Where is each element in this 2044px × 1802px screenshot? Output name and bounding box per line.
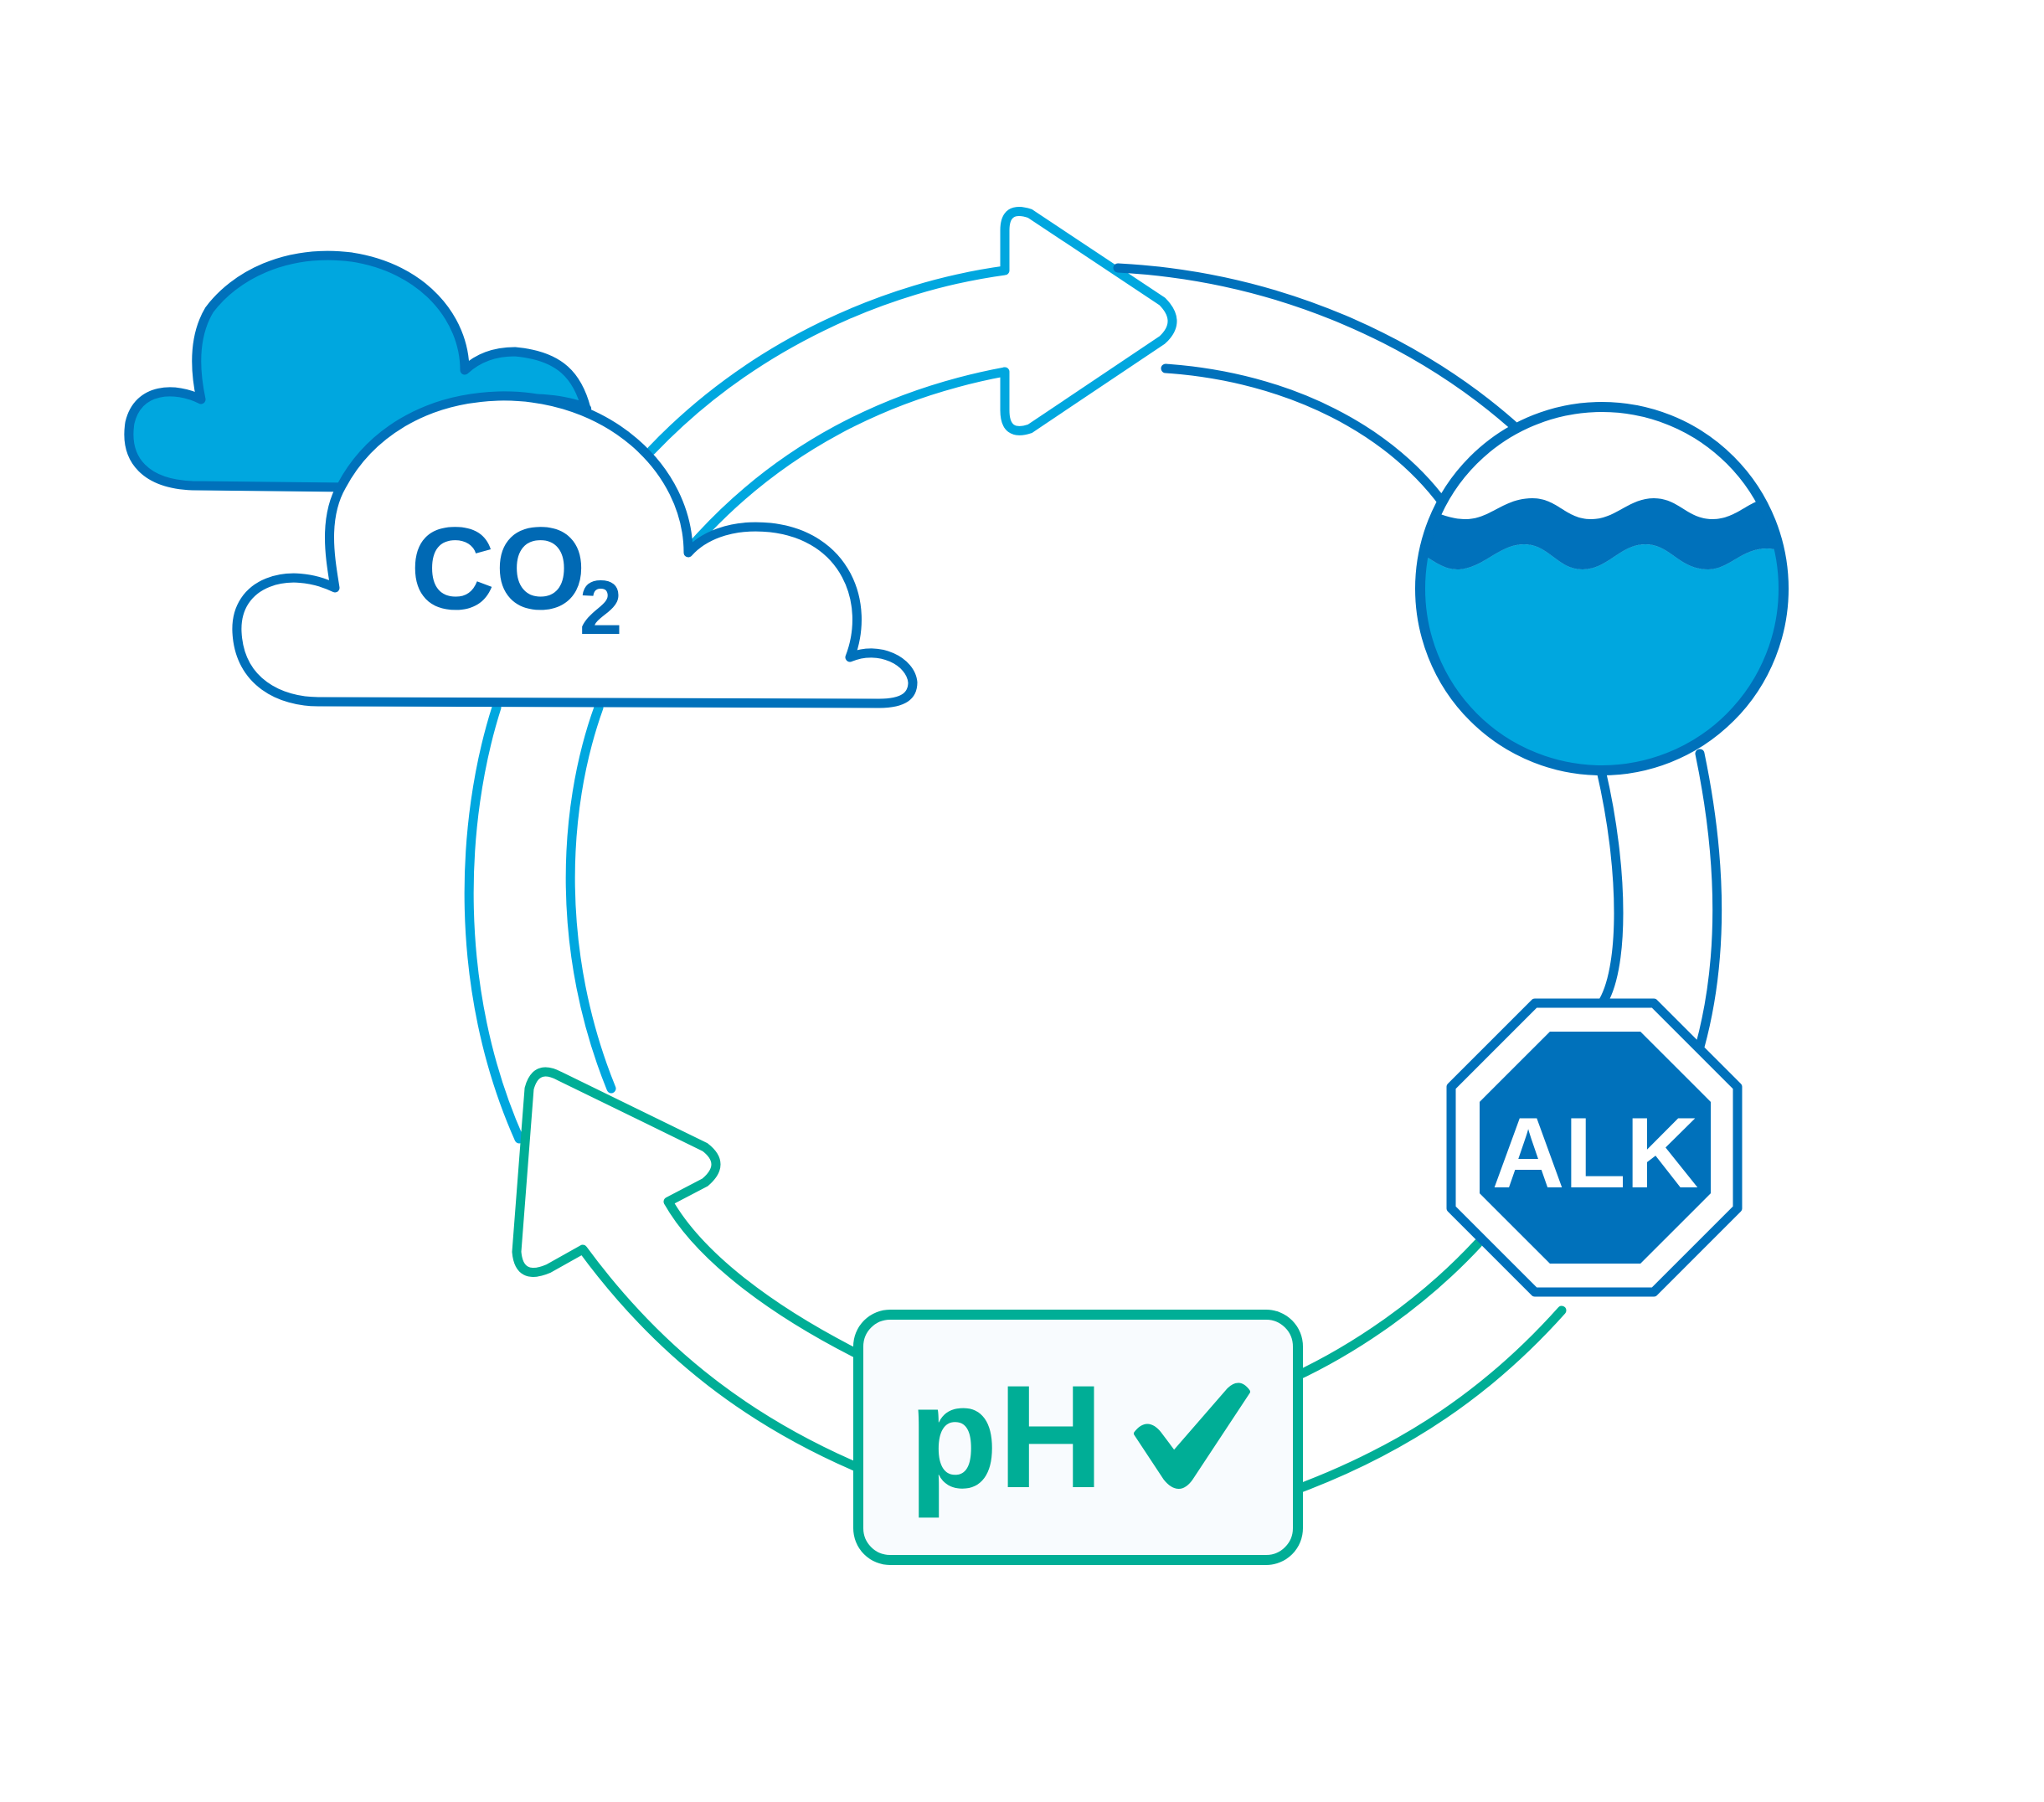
octagon-badge-icon: ALK: [1446, 998, 1743, 1297]
co2-text: CO: [410, 502, 586, 634]
checkmark-icon: [1134, 1382, 1250, 1489]
arrow-cloud-to-water: [646, 207, 1177, 549]
co2-label: CO 2: [410, 502, 622, 651]
arrow-ph-to-cloud: [512, 1067, 721, 1277]
alk-label: ALK: [1492, 1097, 1699, 1209]
ph-label: pH: [909, 1356, 1104, 1519]
ring-segment-bottom: [578, 1197, 1567, 1496]
ring-segment-right: [1113, 263, 1722, 1052]
ring-segment-left: [464, 703, 616, 1144]
ocean-wave-icon: [1415, 402, 1789, 775]
cloud-icon: [124, 250, 918, 708]
co2-subscript: 2: [579, 565, 622, 651]
ph-box: pH: [853, 1310, 1303, 1565]
